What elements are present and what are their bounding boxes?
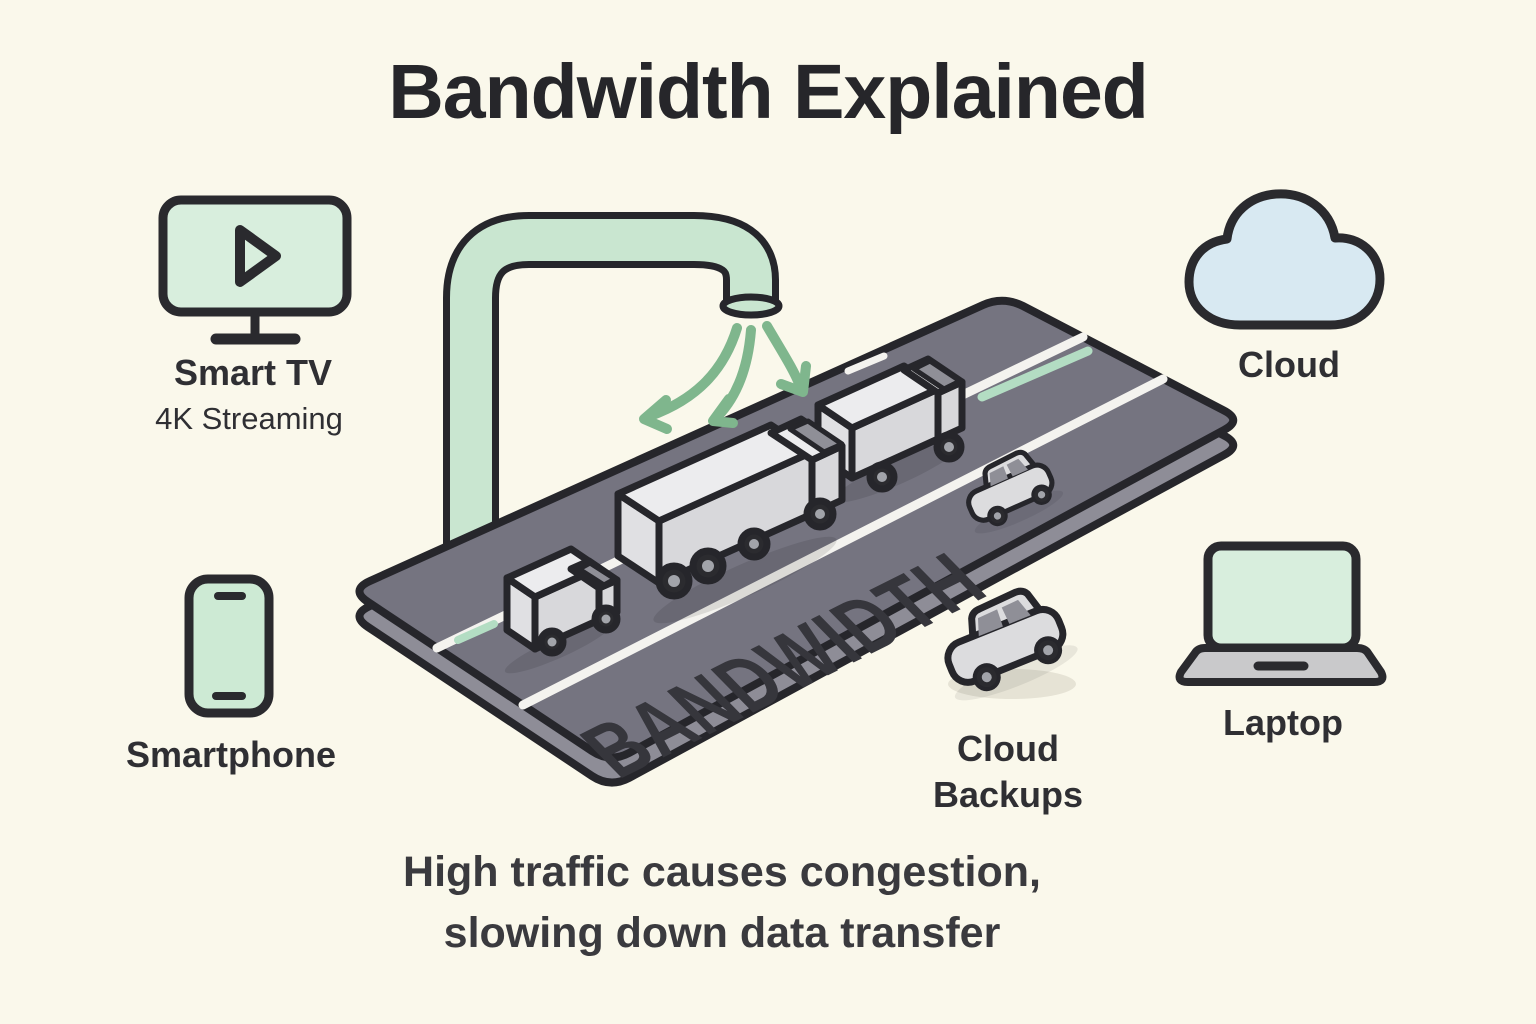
cloud-backups-label: Cloud Backups: [933, 726, 1083, 818]
flow-arrow: [645, 323, 742, 421]
flow-arrow-head: [776, 361, 811, 397]
road-dash-green: [977, 346, 1093, 402]
data-flow-arrows: [639, 321, 811, 434]
caption-line2: slowing down data transfer: [443, 909, 1001, 957]
smartphone-label: Smartphone: [125, 734, 337, 775]
cloud-label: Cloud: [1238, 344, 1340, 385]
road-dash-white: [844, 352, 888, 375]
tv-play-icon: [158, 195, 352, 345]
smart-tv-sublabel: 4K Streaming: [155, 401, 343, 436]
cloud-backups-label-line2: Backups: [932, 774, 1084, 815]
play-icon: [235, 225, 281, 287]
laptop-label: Laptop: [1223, 702, 1343, 743]
lane-line: [518, 374, 1168, 710]
truck-icon: [503, 545, 621, 657]
road-dash-green: [454, 620, 498, 644]
cloud-icon: [1184, 189, 1385, 330]
road-top-face: [355, 296, 1238, 762]
pipe-mouth: [719, 293, 783, 319]
flow-arrow-head: [639, 395, 672, 434]
caption: High traffic causes congestion, slowing …: [403, 842, 1041, 964]
flow-arrow: [762, 321, 805, 391]
data-pipe: [443, 212, 783, 544]
page-title: Bandwidth Explained: [388, 49, 1149, 135]
smartphone-icon: [184, 574, 274, 718]
cloud-backups-car: [927, 579, 1082, 710]
laptop-icon: [1175, 541, 1387, 686]
cloud-backups-label-line1: Cloud: [957, 728, 1059, 769]
smart-tv-label: Smart TV: [173, 352, 333, 393]
caption-line1: High traffic causes congestion,: [403, 848, 1041, 896]
truck-icon: [614, 415, 846, 600]
flow-arrow-head: [708, 394, 738, 428]
